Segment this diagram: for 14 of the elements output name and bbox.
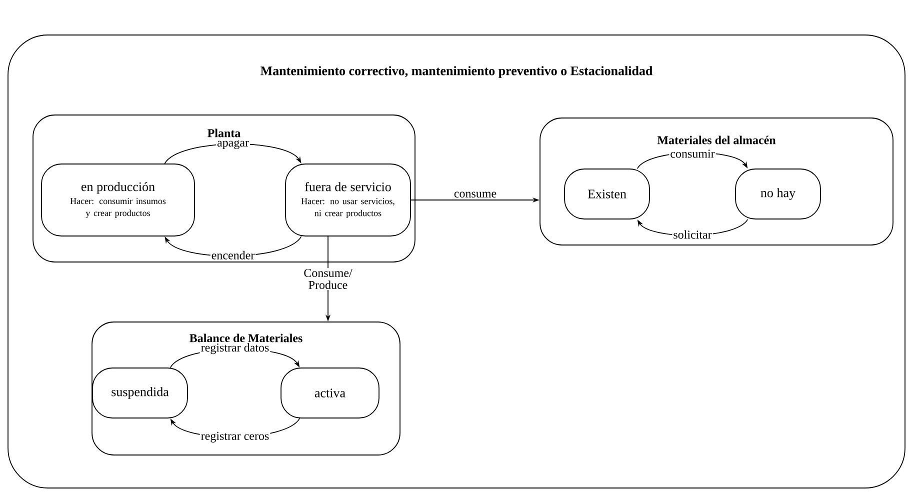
edge-label: consumir	[669, 148, 716, 159]
edge-label: registrar ceros	[200, 430, 270, 444]
state-box: fuera de servicio Hacer: no usar servicios, ni crear productos	[285, 164, 411, 236]
edge-label: encender	[210, 250, 256, 260]
edge-label: Consume/ Produce	[301, 268, 355, 290]
state-box: en producción Hacer: consumir insumos y crear productos	[41, 164, 195, 236]
edge-label: apagar	[216, 139, 250, 150]
edge-label: consume	[454, 192, 496, 198]
state-box: no hay	[735, 168, 821, 220]
state-box: activa	[280, 368, 380, 418]
state-box: Existen	[564, 168, 650, 220]
state-box: suspendida	[92, 368, 188, 418]
edge-label: solicitar	[672, 229, 713, 240]
edge-label: registrar datos	[200, 342, 270, 356]
